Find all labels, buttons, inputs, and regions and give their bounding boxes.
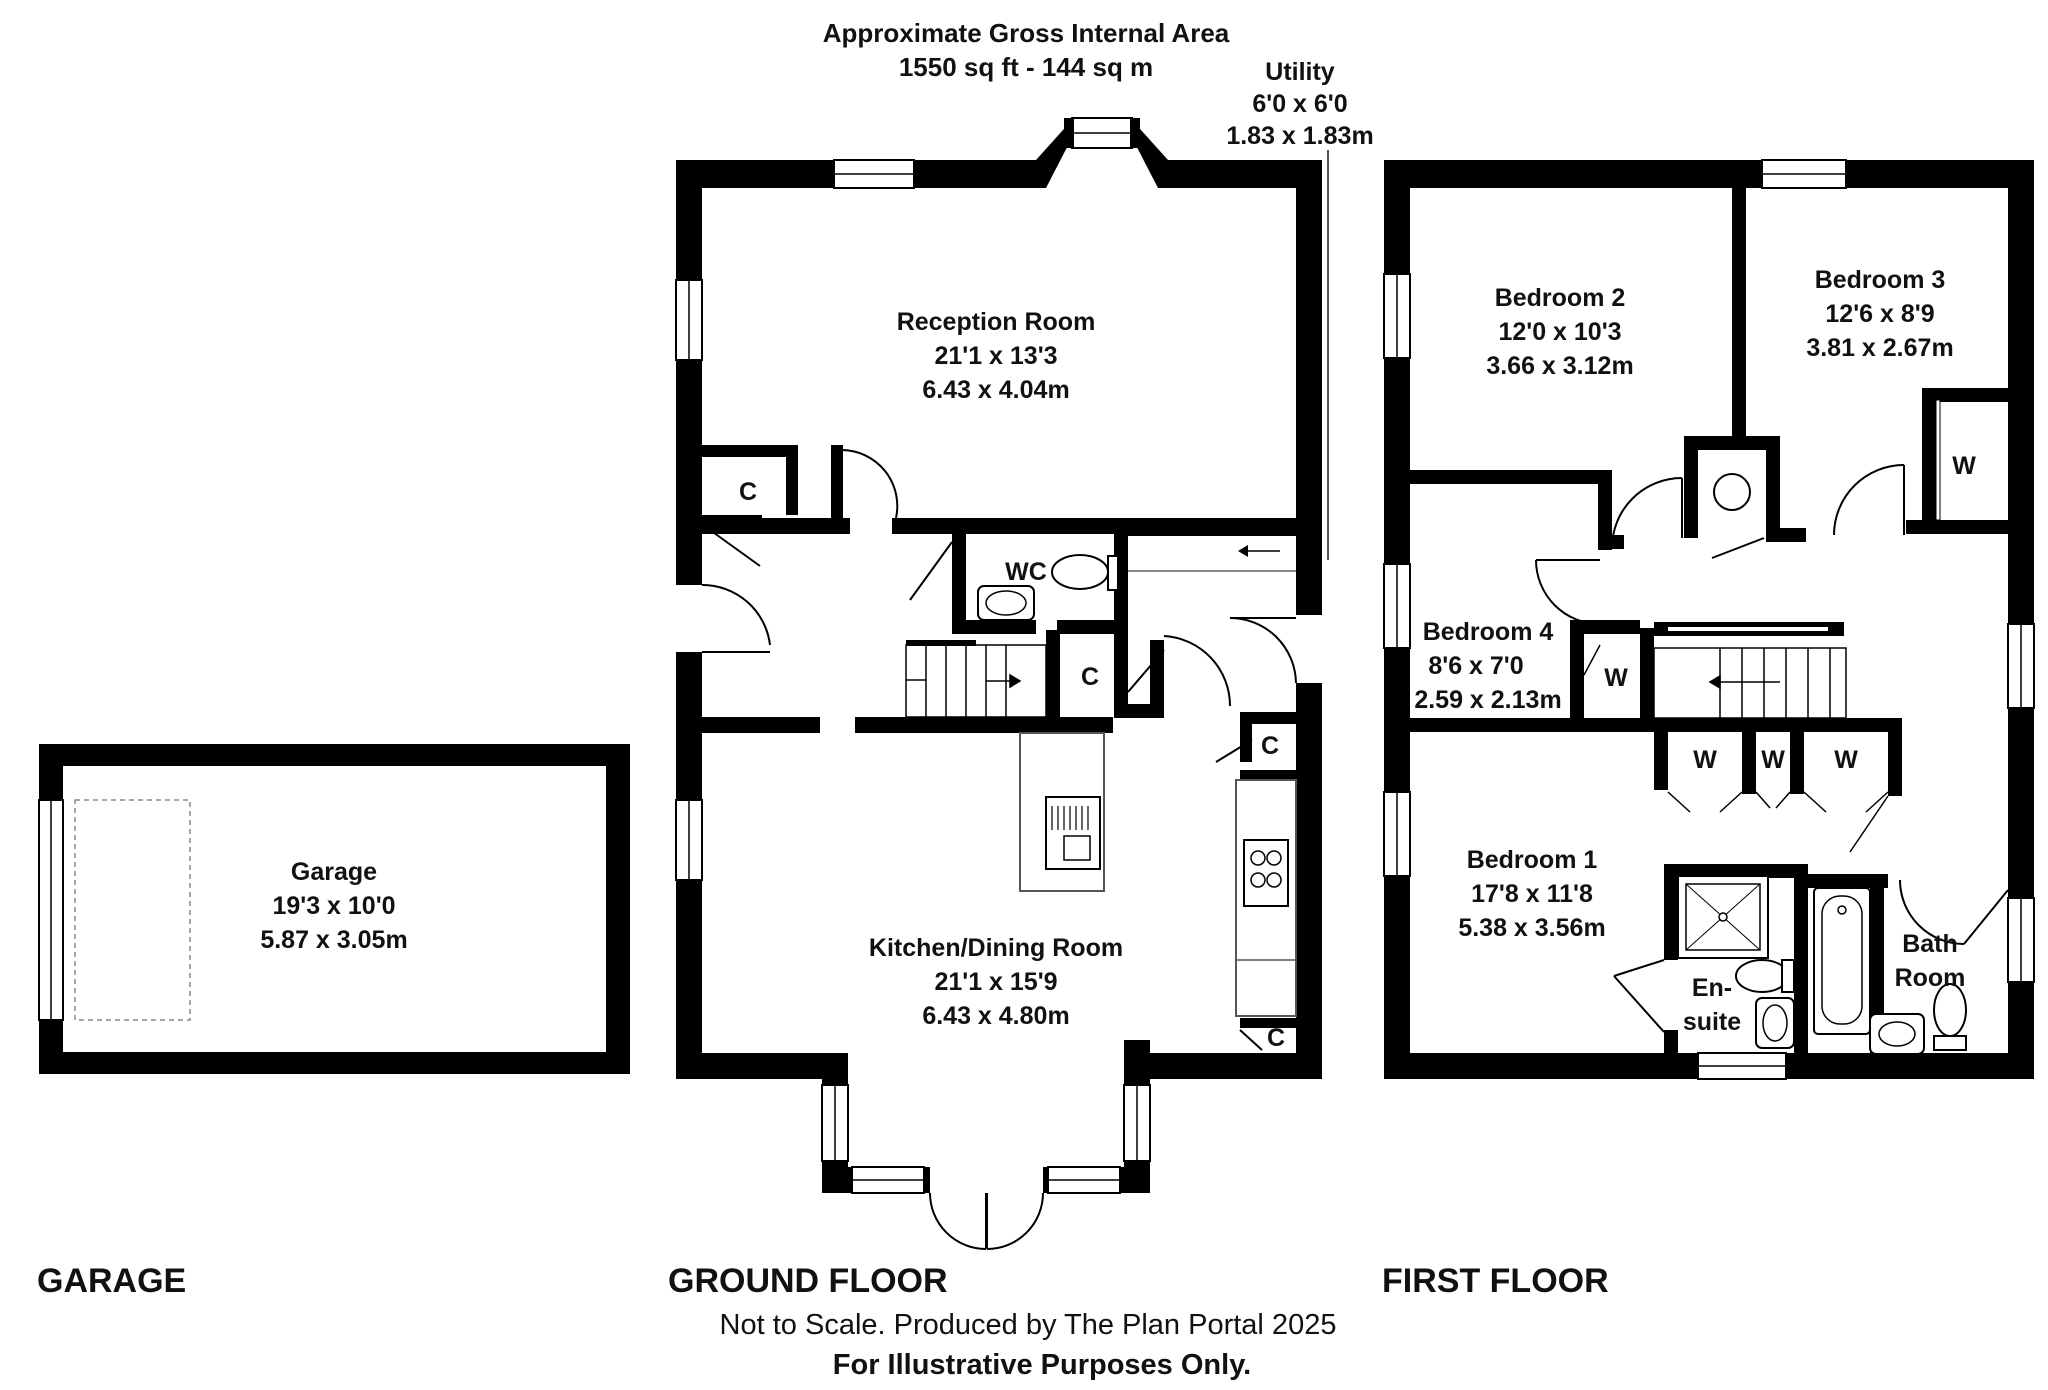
bathroom-label-line1: Bath [1902, 930, 1958, 958]
bedroom1-dim-metric: 5.38 x 3.56m [1458, 914, 1605, 942]
ensuite-toilet [1735, 959, 1789, 993]
door-reception[interactable] [841, 449, 899, 519]
utility-dim-metric: 1.83 x 1.83m [1226, 122, 1373, 150]
bedroom2-dim-metric: 3.66 x 3.12m [1486, 352, 1633, 380]
cupboard-label-stairs: C [1081, 663, 1099, 691]
kitchen-dim-imperial: 21'1 x 15'9 [934, 968, 1057, 996]
garage-room-name: Garage [291, 858, 377, 886]
door-kitchen[interactable] [1163, 635, 1232, 707]
cupboard-label-kitchen-bottom: C [1267, 1024, 1285, 1052]
ensuite-label-line2: suite [1683, 1008, 1741, 1036]
footer-disclaimer: For Illustrative Purposes Only. [833, 1349, 1251, 1381]
bedroom4-dim-metric: 2.59 x 2.13m [1414, 686, 1561, 714]
door-front[interactable] [701, 583, 771, 646]
garage-dim-imperial: 19'3 x 10'0 [272, 892, 395, 920]
wardrobe-label-3: W [1834, 746, 1858, 774]
first-floor-stairs [1653, 647, 1847, 719]
french-doors[interactable] [929, 1192, 1044, 1250]
kitchen-dim-metric: 6.43 x 4.80m [922, 1002, 1069, 1030]
reception-dim-metric: 6.43 x 4.04m [922, 376, 1069, 404]
door-bedroom4[interactable] [1535, 559, 1601, 625]
door-utility[interactable] [1229, 617, 1297, 684]
ground-stairs [905, 644, 1047, 718]
garage-dim-metric: 5.87 x 3.05m [260, 926, 407, 954]
cupboard-label-kitchen-top: C [1261, 732, 1279, 760]
utility-dim-imperial: 6'0 x 6'0 [1252, 90, 1347, 118]
cupboard-label-hall: C [739, 478, 757, 506]
first-floor-label: FIRST FLOOR [1382, 1262, 1609, 1300]
ground-floor-plan [675, 117, 1322, 1250]
bedroom2-dim-imperial: 12'0 x 10'3 [1498, 318, 1621, 346]
garage-plan [38, 744, 630, 1074]
bedroom3-name: Bedroom 3 [1815, 266, 1946, 294]
wardrobe-label-1: W [1693, 746, 1717, 774]
garage-car-outline [74, 799, 191, 1021]
door-bedroom3[interactable] [1833, 464, 1905, 536]
reception-dim-imperial: 21'1 x 13'3 [934, 342, 1057, 370]
area-value: 1550 sq ft - 144 sq m [899, 52, 1153, 82]
garage-floor-label: GARAGE [37, 1262, 186, 1300]
wardrobe-label-2: W [1761, 746, 1785, 774]
bedroom4-name: Bedroom 4 [1423, 618, 1554, 646]
utility-name: Utility [1265, 58, 1335, 86]
door-bedroom2[interactable] [1611, 477, 1683, 549]
boiler-cylinder [1713, 473, 1751, 511]
bedroom2-name: Bedroom 2 [1495, 284, 1626, 312]
first-floor-plan [1383, 159, 2035, 1080]
bedroom1-name: Bedroom 1 [1467, 846, 1598, 874]
door-bathroom[interactable] [1899, 879, 1965, 945]
area-title: Approximate Gross Internal Area [823, 18, 1230, 48]
bedroom4-dim-imperial: 8'6 x 7'0 [1428, 652, 1523, 680]
reception-room-name: Reception Room [897, 308, 1096, 336]
bedroom3-dim-imperial: 12'6 x 8'9 [1825, 300, 1934, 328]
bathroom-label-line2: Room [1895, 964, 1966, 992]
wc-toilet [1051, 554, 1109, 590]
wardrobe-label-bedroom3: W [1952, 452, 1976, 480]
bathroom-basin [1869, 1013, 1925, 1055]
wardrobe-label-bedroom4: W [1604, 664, 1628, 692]
bedroom1-dim-imperial: 17'8 x 11'8 [1471, 880, 1593, 908]
ensuite-label-line1: En- [1692, 974, 1732, 1002]
kitchen-hob [1243, 839, 1289, 907]
ground-floor-label: GROUND FLOOR [668, 1262, 948, 1300]
footer-note: Not to Scale. Produced by The Plan Porta… [720, 1309, 1337, 1341]
wc-label: WC [1005, 558, 1047, 586]
cupboard-door-left [702, 515, 762, 519]
bedroom3-dim-metric: 3.81 x 2.67m [1806, 334, 1953, 362]
kitchen-room-name: Kitchen/Dining Room [869, 934, 1123, 962]
